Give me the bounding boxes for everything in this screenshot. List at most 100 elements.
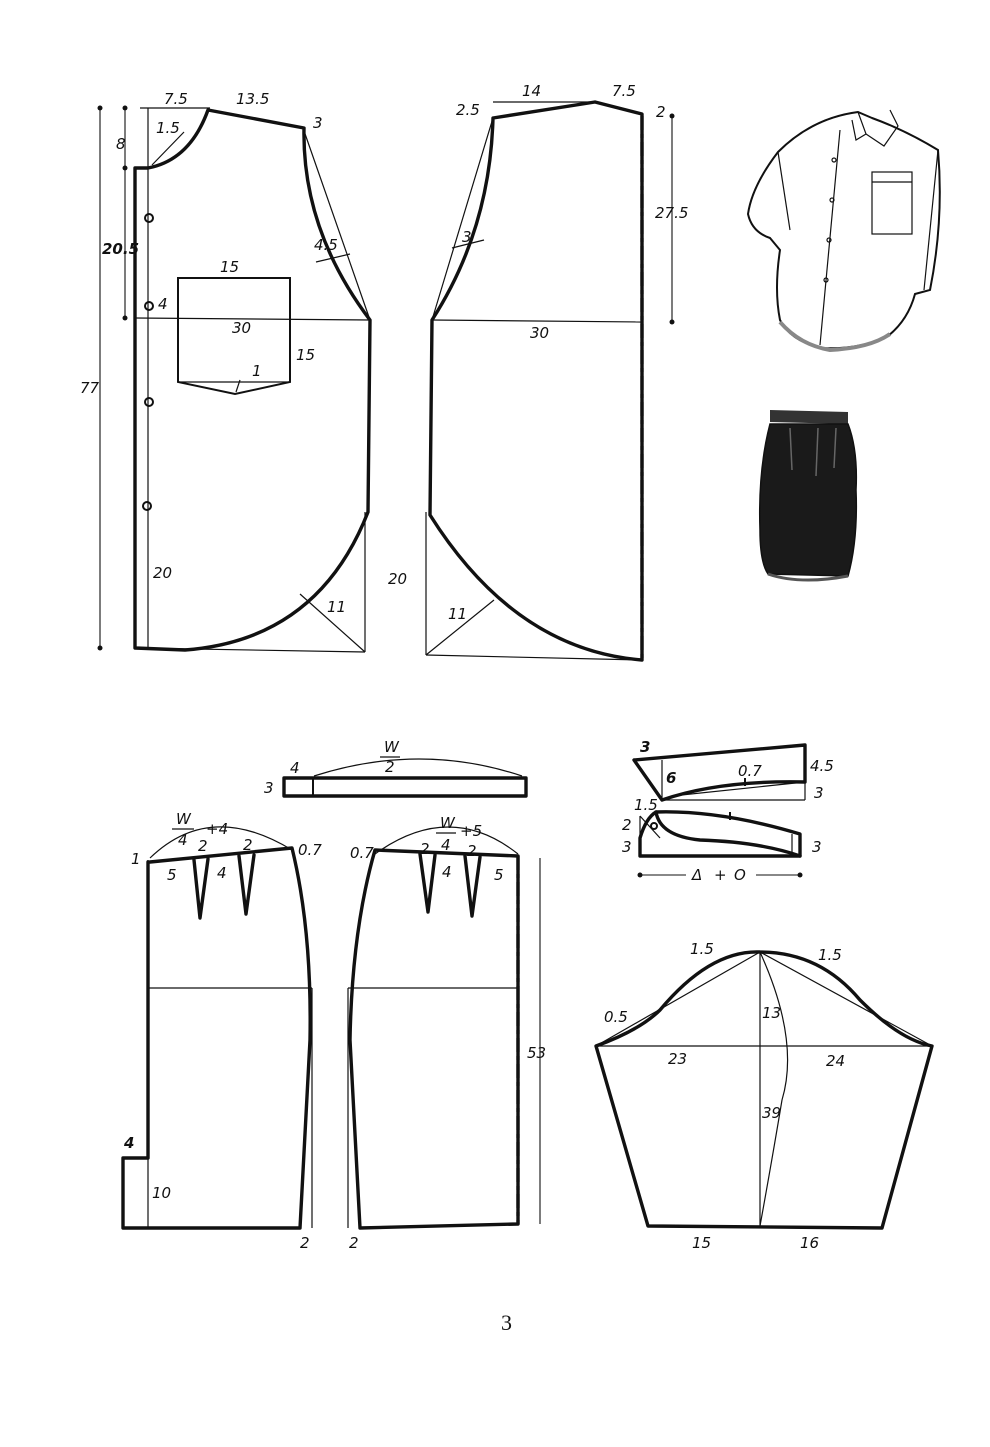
collar-stand-inner xyxy=(654,810,802,858)
sleeve-outline xyxy=(594,950,934,1230)
shirt-placket xyxy=(819,129,841,346)
front-chest-line xyxy=(134,317,371,321)
skirt-waistband xyxy=(770,410,848,424)
front-shoulder-drop-label: 3 xyxy=(313,114,323,132)
sleeve-cap-back-guide xyxy=(759,951,933,1047)
dimension-dot xyxy=(637,872,643,878)
front-armhole-curve-label: 4.5 xyxy=(314,236,338,254)
collar-stand-left-label: 3 xyxy=(622,838,632,856)
shirt-button xyxy=(831,157,837,163)
sleeve-cuff-front-label: 15 xyxy=(692,1234,711,1252)
back-skirt-waist-add: +5 xyxy=(460,822,482,840)
pocket-height-label: 15 xyxy=(296,346,315,364)
skirt-illustration xyxy=(758,410,858,582)
front-skirt-outline xyxy=(121,846,312,1230)
front-skirt-slit-width-label: 4 xyxy=(123,1134,134,1152)
collar-curve-label: 0.7 xyxy=(738,762,762,780)
front-hem-diagonal xyxy=(299,593,366,653)
front-skirt-edge-dart-label: 5 xyxy=(167,866,177,884)
collar-right-height-label: 4.5 xyxy=(810,757,834,775)
back-skirt-waist-num: W xyxy=(440,814,456,832)
skirt-darts xyxy=(789,427,837,477)
pocket-width-label: 15 xyxy=(220,258,239,276)
shirt-button xyxy=(823,277,829,283)
back-hem-guide xyxy=(425,654,641,661)
shirt-button xyxy=(826,237,832,243)
collar-fall xyxy=(632,743,807,802)
back-skirt: W 4 +5 0.7 2 2 4 5 53 2 xyxy=(347,814,546,1252)
page-number: 3 xyxy=(501,1310,512,1335)
back-hem-side-label: 20 xyxy=(388,570,407,588)
collar-pattern: 3 6 0.7 4.5 3 1.5 2 3 3 Δ + O xyxy=(622,738,834,884)
dimension-dot xyxy=(97,105,103,111)
front-skirt-dart-gap-label: 4 xyxy=(217,864,227,882)
back-skirt-dart-gap-label: 4 xyxy=(442,863,452,881)
back-chest-line xyxy=(431,319,643,323)
back-armhole-guide xyxy=(431,117,494,321)
collar-stand-right-label: 3 xyxy=(812,838,822,856)
button-mark xyxy=(144,397,154,407)
skirt-body xyxy=(758,423,858,577)
sleeve-front-width-label: 23 xyxy=(668,1050,687,1068)
back-armhole-depth-label: 27.5 xyxy=(655,204,688,222)
back-skirt-outline xyxy=(348,848,520,1230)
front-chest-offset-label: 4 xyxy=(158,295,168,313)
back-neck-width-label: 14 xyxy=(522,82,541,100)
back-skirt-dart xyxy=(418,852,437,914)
dimension-dot xyxy=(97,645,103,651)
front-skirt-dart1-label: 2 xyxy=(198,837,208,855)
back-skirt-dart2-label: 2 xyxy=(467,842,477,860)
front-neck-diagonal xyxy=(151,131,185,166)
dimension-dot xyxy=(669,319,675,325)
shirt-sleeve-right xyxy=(923,149,939,291)
back-skirt-hem-taper-label: 2 xyxy=(349,1234,359,1252)
shirt-sleeve-left xyxy=(777,151,791,231)
button-mark xyxy=(144,213,154,223)
back-shoulder-right-label: 7.5 xyxy=(612,82,636,100)
sleeve-length-label: 39 xyxy=(762,1104,781,1122)
pocket-point-mark xyxy=(235,379,241,393)
dimension-dot xyxy=(797,872,803,878)
front-skirt-hem-taper-label: 2 xyxy=(300,1234,310,1252)
front-skirt-waist-add: +4 xyxy=(206,820,228,838)
back-bust-width-label: 30 xyxy=(530,324,549,342)
sleeve-cap-left-curve-label: 1.5 xyxy=(690,940,714,958)
front-skirt-dart xyxy=(192,857,210,920)
waistband-pattern: 4 3 W 2 xyxy=(264,738,528,798)
collar-length-a: Δ xyxy=(691,866,702,884)
front-shoulder-width-label: 13.5 xyxy=(236,90,269,108)
shirt-collar-left xyxy=(851,119,867,141)
collar-button xyxy=(650,822,658,830)
shirt-body xyxy=(746,110,941,350)
waistband-height-label: 3 xyxy=(264,779,274,797)
front-shoulder-left-label: 7.5 xyxy=(164,90,188,108)
collar-stand-diagonal xyxy=(639,815,661,839)
front-total-length-label: 77 xyxy=(80,379,100,397)
collar-stand xyxy=(638,810,802,858)
back-bodice: 14 7.5 2.5 2 27.5 3 30 20 11 xyxy=(388,82,688,662)
back-shoulder-drop-label: 2 xyxy=(656,103,666,121)
waistband-dimension-arc xyxy=(313,758,523,777)
front-hem-curve-label: 11 xyxy=(327,598,346,616)
front-skirt-slit-length-label: 10 xyxy=(152,1184,171,1202)
dimension-dot xyxy=(122,105,128,111)
front-neck-depth-label: 8 xyxy=(116,135,126,153)
back-skirt-dart xyxy=(463,854,482,918)
back-skirt-edge-dart-label: 5 xyxy=(494,866,504,884)
collar-top-left-label: 3 xyxy=(640,738,650,756)
collar-curve-guide xyxy=(671,781,806,797)
back-hem-diagonal xyxy=(425,599,495,656)
skirt-hem xyxy=(767,572,849,582)
waistband-width-den: 2 xyxy=(385,758,395,776)
waistband-overlap-label: 4 xyxy=(290,759,300,777)
dimension-dot xyxy=(669,113,675,119)
back-armhole-curve-label: 3 xyxy=(462,228,472,246)
front-bust-width-label: 30 xyxy=(232,319,251,337)
front-neck-curve-label: 1.5 xyxy=(156,119,180,137)
front-skirt: W 4 +4 1 0.7 2 2 5 4 4 10 2 xyxy=(121,810,322,1252)
sleeve-cuff-back-label: 16 xyxy=(800,1234,819,1252)
back-skirt-length-label: 53 xyxy=(527,1044,546,1062)
collar-depth-label: 6 xyxy=(666,769,676,787)
